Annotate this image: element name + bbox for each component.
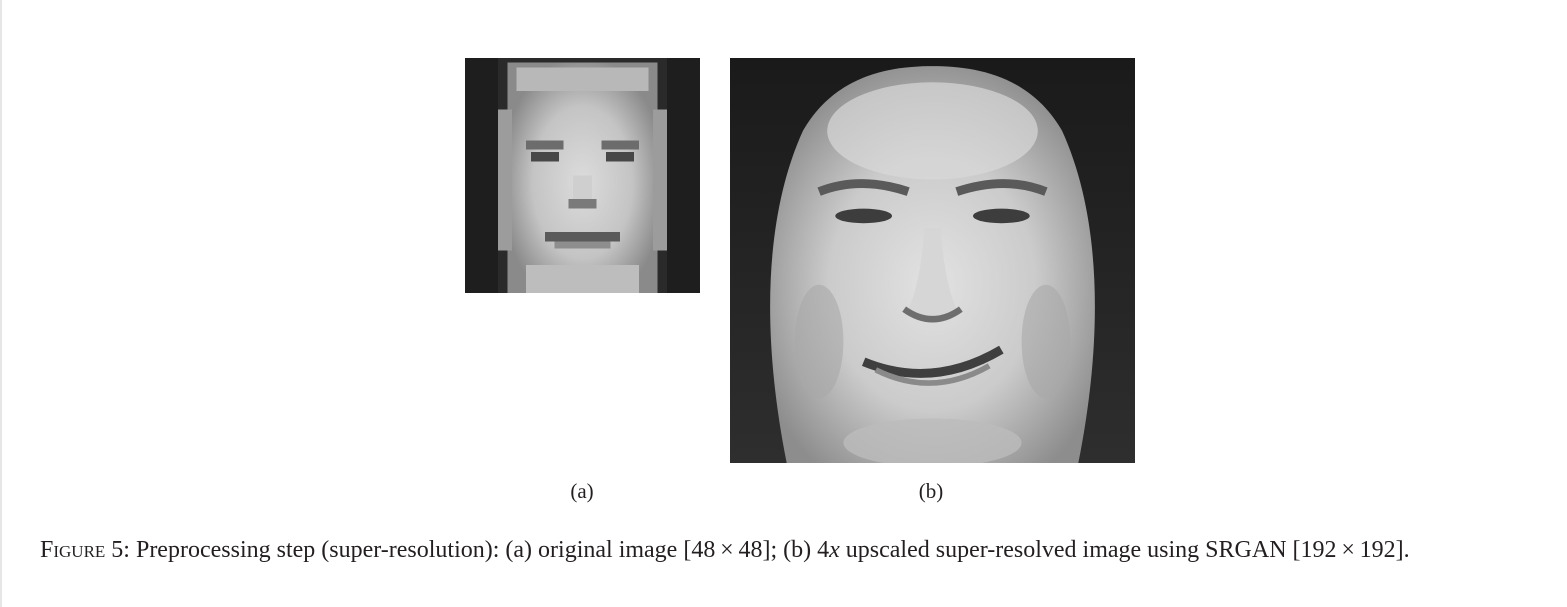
caption-figure-number: 5: bbox=[111, 537, 130, 563]
panel-label-a: (a) bbox=[570, 479, 594, 503]
figure-panel-b-image bbox=[730, 58, 1135, 463]
caption-text-part1: Preprocessing step (super-resolution): (… bbox=[135, 537, 830, 563]
figure-caption: Figure 5: Preprocessing step (super-reso… bbox=[40, 534, 1560, 567]
caption-italic-x: x bbox=[829, 537, 840, 563]
face-image-lowres bbox=[465, 58, 700, 293]
face-image-superresolved bbox=[730, 58, 1135, 463]
figure-panel-a-image bbox=[465, 58, 700, 293]
caption-figure-word: Figure bbox=[40, 537, 106, 563]
caption-text-part2: upscaled super-resolved image using SRGA… bbox=[839, 537, 1410, 563]
panel-label-b: (b) bbox=[918, 479, 944, 503]
page-edge-rule bbox=[0, 0, 2, 607]
